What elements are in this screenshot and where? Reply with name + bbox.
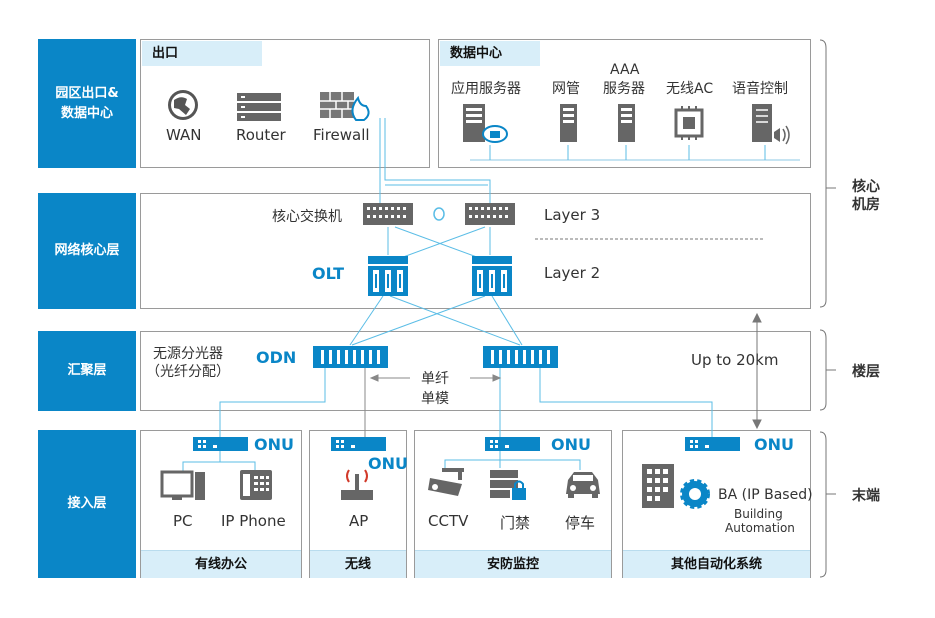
ap-icon xyxy=(341,469,373,500)
layer-label-access: 接入层 xyxy=(38,430,136,578)
aggregation-panel xyxy=(140,331,811,411)
single-mode-label: 单模 xyxy=(421,391,449,407)
single-fiber-label: 单纤 xyxy=(421,371,449,387)
onu-label-automation: ONU xyxy=(754,435,794,454)
olt-icon xyxy=(368,256,408,296)
odn-splitter-icon xyxy=(483,346,558,368)
splitter-label-line2: （光纤分配） xyxy=(146,364,230,380)
cctv-label: CCTV xyxy=(428,512,469,530)
odn-splitter-icon xyxy=(313,346,388,368)
wan-label: WAN xyxy=(166,126,202,144)
ba-sub-label-2: Automation xyxy=(725,521,795,535)
onu-icon xyxy=(485,437,540,451)
connection-lines xyxy=(182,118,800,472)
ap-label: AP xyxy=(349,512,369,530)
core-room-label-1: 核心 xyxy=(852,179,880,195)
ba-label: BA (IP Based) xyxy=(718,487,813,503)
layer3-label: Layer 3 xyxy=(544,206,601,224)
layer-label-campus-exit: 园区出口& 数据中心 xyxy=(38,39,136,168)
layer-label-aggregation: 汇聚层 xyxy=(38,331,136,411)
aaa-label-line2: 服务器 xyxy=(603,81,645,97)
building-icon xyxy=(642,464,674,508)
router-label: Router xyxy=(236,126,286,144)
wireless-bar: 无线 xyxy=(310,550,406,578)
splitter-label-line1: 无源分光器 xyxy=(153,346,223,362)
automation-bar: 其他自动化系统 xyxy=(623,550,810,578)
stack-link-icon xyxy=(433,207,445,221)
olt-label: OLT xyxy=(312,264,345,283)
fiber-arrows xyxy=(369,374,502,382)
layer2-label: Layer 2 xyxy=(544,264,601,282)
olt-icon xyxy=(472,256,512,296)
floor-label: 楼层 xyxy=(852,364,880,380)
core-switch-icon xyxy=(363,203,413,225)
layer-label-network-core: 网络核心层 xyxy=(38,193,136,309)
car-icon xyxy=(566,472,600,498)
cctv-icon xyxy=(428,468,464,496)
layer-label-text: 汇聚层 xyxy=(67,363,107,378)
gear-icon xyxy=(680,479,710,509)
core-switch-icon xyxy=(465,203,515,225)
pc-label: PC xyxy=(173,512,193,530)
security-bar: 安防监控 xyxy=(415,550,611,578)
onu-label-office: ONU xyxy=(254,435,294,454)
wireless-ac-label: 无线AC xyxy=(666,81,714,97)
onu-icon xyxy=(193,437,248,451)
netmgmt-server-icon xyxy=(560,104,577,142)
voice-control-label: 语音控制 xyxy=(732,81,788,97)
odn-label: ODN xyxy=(256,348,297,367)
layer-label-text: 网络核心层 xyxy=(54,243,120,258)
globe-icon xyxy=(168,90,198,120)
onu-label-wireless: ONU xyxy=(368,454,408,473)
app-server-label: 应用服务器 xyxy=(451,81,521,97)
core-switch-label: 核心交换机 xyxy=(272,209,342,225)
voice-control-icon xyxy=(752,104,790,145)
app-server-icon xyxy=(463,104,508,143)
aaa-label-line1: AAA xyxy=(610,62,640,78)
onu-icon xyxy=(331,437,386,451)
distance-arrow xyxy=(752,312,762,430)
door-access-label: 门禁 xyxy=(500,514,531,532)
ba-sub-label-1: Building xyxy=(734,507,783,521)
layer-label-text: 园区出口& 数据中心 xyxy=(55,85,119,121)
exit-panel-title: 出口 xyxy=(142,41,262,66)
office-bar: 有线办公 xyxy=(141,550,301,578)
ip-phone-label: IP Phone xyxy=(221,512,286,530)
layer-label-text: 接入层 xyxy=(67,496,107,511)
distance-label: Up to 20km xyxy=(691,351,779,369)
side-brackets xyxy=(819,39,836,578)
onu-icon xyxy=(685,437,740,451)
ip-phone-icon xyxy=(240,470,272,500)
datacenter-panel-title: 数据中心 xyxy=(440,41,540,66)
core-room-label-2: 机房 xyxy=(852,197,880,213)
parking-label: 停车 xyxy=(565,514,596,532)
firewall-label: Firewall xyxy=(313,126,370,144)
onu-label-security: ONU xyxy=(551,435,591,454)
wireless-ac-icon xyxy=(674,106,704,140)
door-access-icon xyxy=(490,470,526,500)
terminal-label: 末端 xyxy=(852,488,880,504)
pc-icon xyxy=(160,470,205,500)
firewall-icon xyxy=(320,92,370,121)
router-icon xyxy=(237,93,281,121)
netmgmt-label: 网管 xyxy=(552,81,580,97)
aaa-server-icon xyxy=(618,104,635,142)
